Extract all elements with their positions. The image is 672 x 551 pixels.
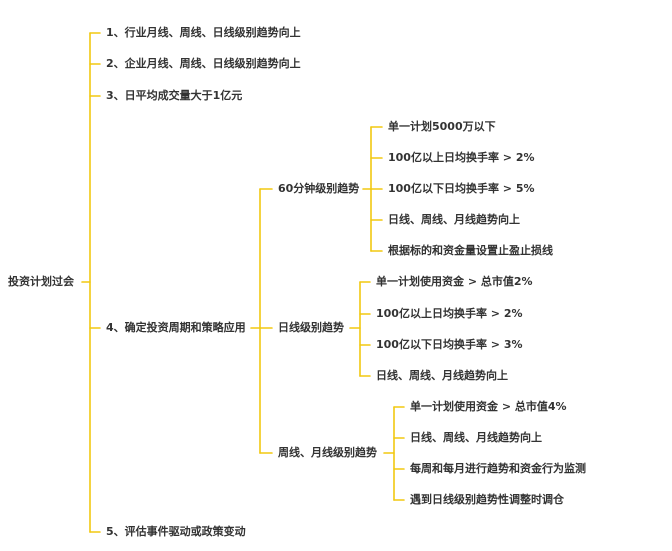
level1-node-3[interactable]: 3、日平均成交量大于1亿元 <box>106 89 243 102</box>
root-node[interactable]: 投资计划过会 <box>8 275 74 288</box>
leaf-60min-1[interactable]: 单一计划5000万以下 <box>388 120 496 133</box>
leaf-daily-3[interactable]: 100亿以下日均换手率 > 3% <box>376 338 523 351</box>
leaf-weekly-4[interactable]: 遇到日线级别趋势性调整时调仓 <box>410 493 564 506</box>
leaf-weekly-3[interactable]: 每周和每月进行趋势和资金行为监测 <box>410 462 586 475</box>
level1-node-2[interactable]: 2、企业月线、周线、日线级别趋势向上 <box>106 57 301 70</box>
strategy-node-weekly-monthly[interactable]: 周线、月线级别趋势 <box>278 446 377 459</box>
level1-node-4[interactable]: 4、确定投资周期和策略应用 <box>106 321 246 334</box>
level1-node-1[interactable]: 1、行业月线、周线、日线级别趋势向上 <box>106 26 301 39</box>
leaf-weekly-2[interactable]: 日线、周线、月线趋势向上 <box>410 431 542 444</box>
leaf-60min-2[interactable]: 100亿以上日均换手率 > 2% <box>388 151 535 164</box>
leaf-daily-4[interactable]: 日线、周线、月线趋势向上 <box>376 369 508 382</box>
leaf-60min-5[interactable]: 根据标的和资金量设置止盈止损线 <box>388 244 553 257</box>
leaf-60min-3[interactable]: 100亿以下日均换手率 > 5% <box>388 182 535 195</box>
leaf-60min-4[interactable]: 日线、周线、月线趋势向上 <box>388 213 520 226</box>
level1-node-5[interactable]: 5、评估事件驱动或政策变动 <box>106 525 246 538</box>
strategy-node-daily[interactable]: 日线级别趋势 <box>278 321 344 334</box>
strategy-node-60min[interactable]: 60分钟级别趋势 <box>278 182 360 195</box>
leaf-weekly-1[interactable]: 单一计划使用资金 > 总市值4% <box>410 400 567 413</box>
leaf-daily-1[interactable]: 单一计划使用资金 > 总市值2% <box>376 275 533 288</box>
leaf-daily-2[interactable]: 100亿以上日均换手率 > 2% <box>376 307 523 320</box>
